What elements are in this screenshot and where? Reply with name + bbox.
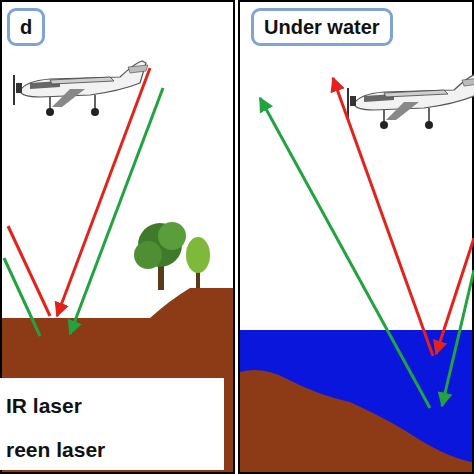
legend-text: IR laser: [6, 394, 82, 418]
label-box: Under water: [251, 8, 393, 46]
legend-text: reen laser: [6, 438, 105, 462]
panel-title: d: [20, 15, 32, 39]
legend-box: IR laser reen laser: [0, 378, 224, 470]
label-box: d: [7, 8, 45, 46]
panel-title: Under water: [264, 15, 380, 39]
